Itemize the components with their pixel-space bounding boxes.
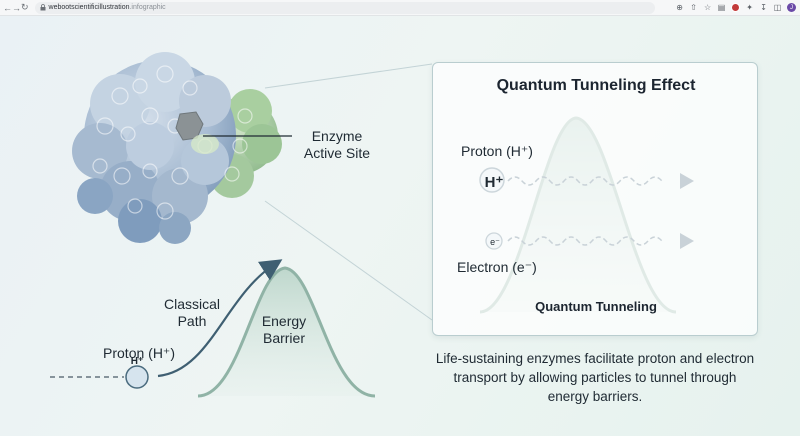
proton-symbol: H⁺ — [130, 356, 144, 367]
panel-caption: Quantum Tunneling — [535, 299, 657, 314]
enzyme-illustration — [72, 52, 282, 244]
quantum-tunneling-panel: Quantum Tunneling Effect Proton (H⁺) H⁺ … — [432, 62, 758, 336]
lock-icon — [40, 4, 46, 11]
puzzle-icon[interactable]: ✦ — [746, 3, 753, 12]
classical-path-label: Classical Path — [163, 296, 220, 329]
panel-electron-label: Electron (e⁻) — [457, 259, 537, 275]
connector-line-bottom — [264, 200, 433, 321]
share-icon[interactable]: ⇧ — [690, 3, 697, 12]
panel-proton-label: Proton (H⁺) — [461, 143, 533, 159]
reader-icon[interactable]: ▤ — [717, 3, 726, 12]
reload-icon[interactable]: ↻ — [21, 2, 29, 12]
energy-barrier-curve — [197, 266, 376, 398]
star-icon[interactable]: ☆ — [703, 3, 712, 12]
classical-path-arrow — [157, 259, 283, 378]
profile-avatar[interactable]: J — [787, 2, 797, 14]
infographic-canvas: Enzyme Active Site Classical Path Energy… — [0, 16, 800, 436]
download-icon[interactable]: ↧ — [760, 3, 767, 12]
proton-label: Proton (H⁺) — [103, 345, 175, 361]
browser-toolbar: ← → ↻ webootscientificillustration.infog… — [0, 0, 800, 16]
enzyme-active-site-label: Enzyme Active Site — [303, 128, 371, 161]
panel-title: Quantum Tunneling Effect — [496, 77, 696, 94]
connector-line-top — [264, 63, 433, 89]
address-bar[interactable]: webootscientificillustration.infographic — [34, 1, 655, 14]
url-path: .infographic — [129, 4, 166, 11]
extension-icon[interactable] — [731, 2, 741, 14]
description-text: Life-sustaining enzymes facilitate proto… — [435, 351, 755, 404]
back-icon[interactable]: ← — [3, 2, 12, 13]
proton-particle-icon — [125, 365, 149, 389]
sidebar-icon[interactable]: ◫ — [773, 3, 782, 12]
zoom-icon[interactable]: ⊕ — [676, 3, 683, 12]
panel-proton-symbol: H⁺ — [484, 174, 504, 191]
energy-barrier-label: Energy Barrier — [261, 313, 307, 346]
url-host: webootscientificillustration — [48, 4, 130, 11]
panel-electron-symbol: e⁻ — [490, 237, 500, 247]
forward-icon[interactable]: → — [12, 2, 21, 13]
